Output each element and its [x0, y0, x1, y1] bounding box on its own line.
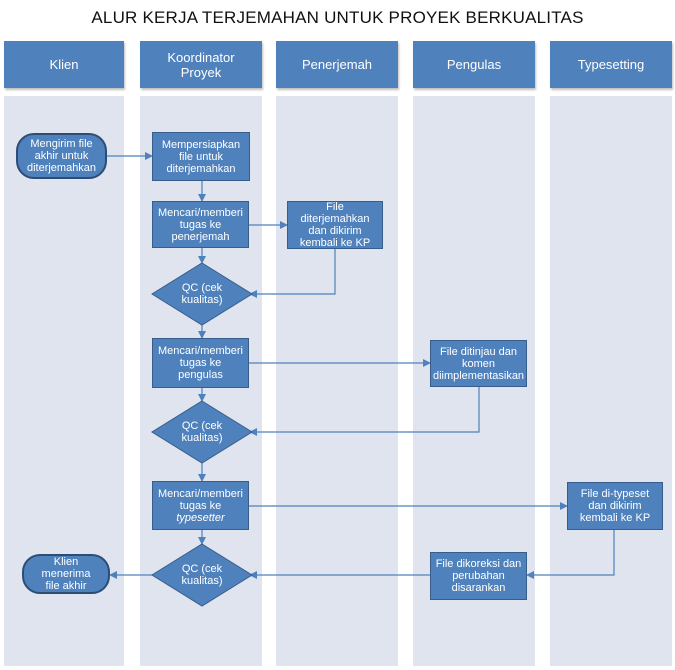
arrow-typesetter-to-corrected	[526, 530, 615, 579]
reviewed-step: File ditinjau dan komen diimplementasika…	[430, 340, 527, 387]
qc-2-label: QC (cek kualitas)	[181, 420, 223, 444]
arrow-reviewer-back-to-qc2	[249, 387, 480, 436]
qc-decision-2	[151, 400, 253, 464]
lane-header-penerjemah: Penerjemah	[276, 41, 398, 88]
lane-header-typesetting: Typesetting	[550, 41, 672, 88]
lane-typesetting	[550, 96, 672, 666]
arrow-translator-back-to-qc1	[249, 249, 336, 298]
qc-decision-3	[151, 543, 253, 607]
qc-3-label: QC (cek kualitas)	[181, 563, 223, 587]
lane-penerjemah	[276, 96, 398, 666]
corrected-step: File dikoreksi dan perubahan disarankan	[430, 552, 527, 600]
qc-1-label: QC (cek kualitas)	[181, 282, 223, 306]
assign-translator-step: Mencari/memberi tugas ke penerjemah	[152, 201, 249, 248]
qc-decision-1	[151, 262, 253, 326]
translated-step: File diterjemahkan dan dikirim kembali k…	[287, 201, 383, 249]
client-send-terminal: Mengirim file akhir untuk diterjemahkan	[16, 133, 107, 179]
lane-header-koordinator: Koordinator Proyek	[140, 41, 262, 88]
lane-header-pengulas: Pengulas	[413, 41, 535, 88]
client-receive-terminal: Klien menerima file akhir	[22, 554, 110, 594]
lane-header-klien: Klien	[4, 41, 124, 88]
assign-typesetter-step: Mencari/memberi tugas ke typesetter	[152, 481, 249, 530]
assign-reviewer-step: Mencari/memberi tugas ke pengulas	[152, 338, 249, 388]
typeset-step: File di-typeset dan dikirim kembali ke K…	[567, 482, 663, 530]
assign-typesetter-label: Mencari/memberi tugas ke typesetter	[158, 487, 243, 524]
diagram-title: ALUR KERJA TERJEMAHAN UNTUK PROYEK BERKU…	[91, 8, 584, 27]
prepare-files-step: Mempersiapkan file untuk diterjemahkan	[152, 132, 250, 181]
